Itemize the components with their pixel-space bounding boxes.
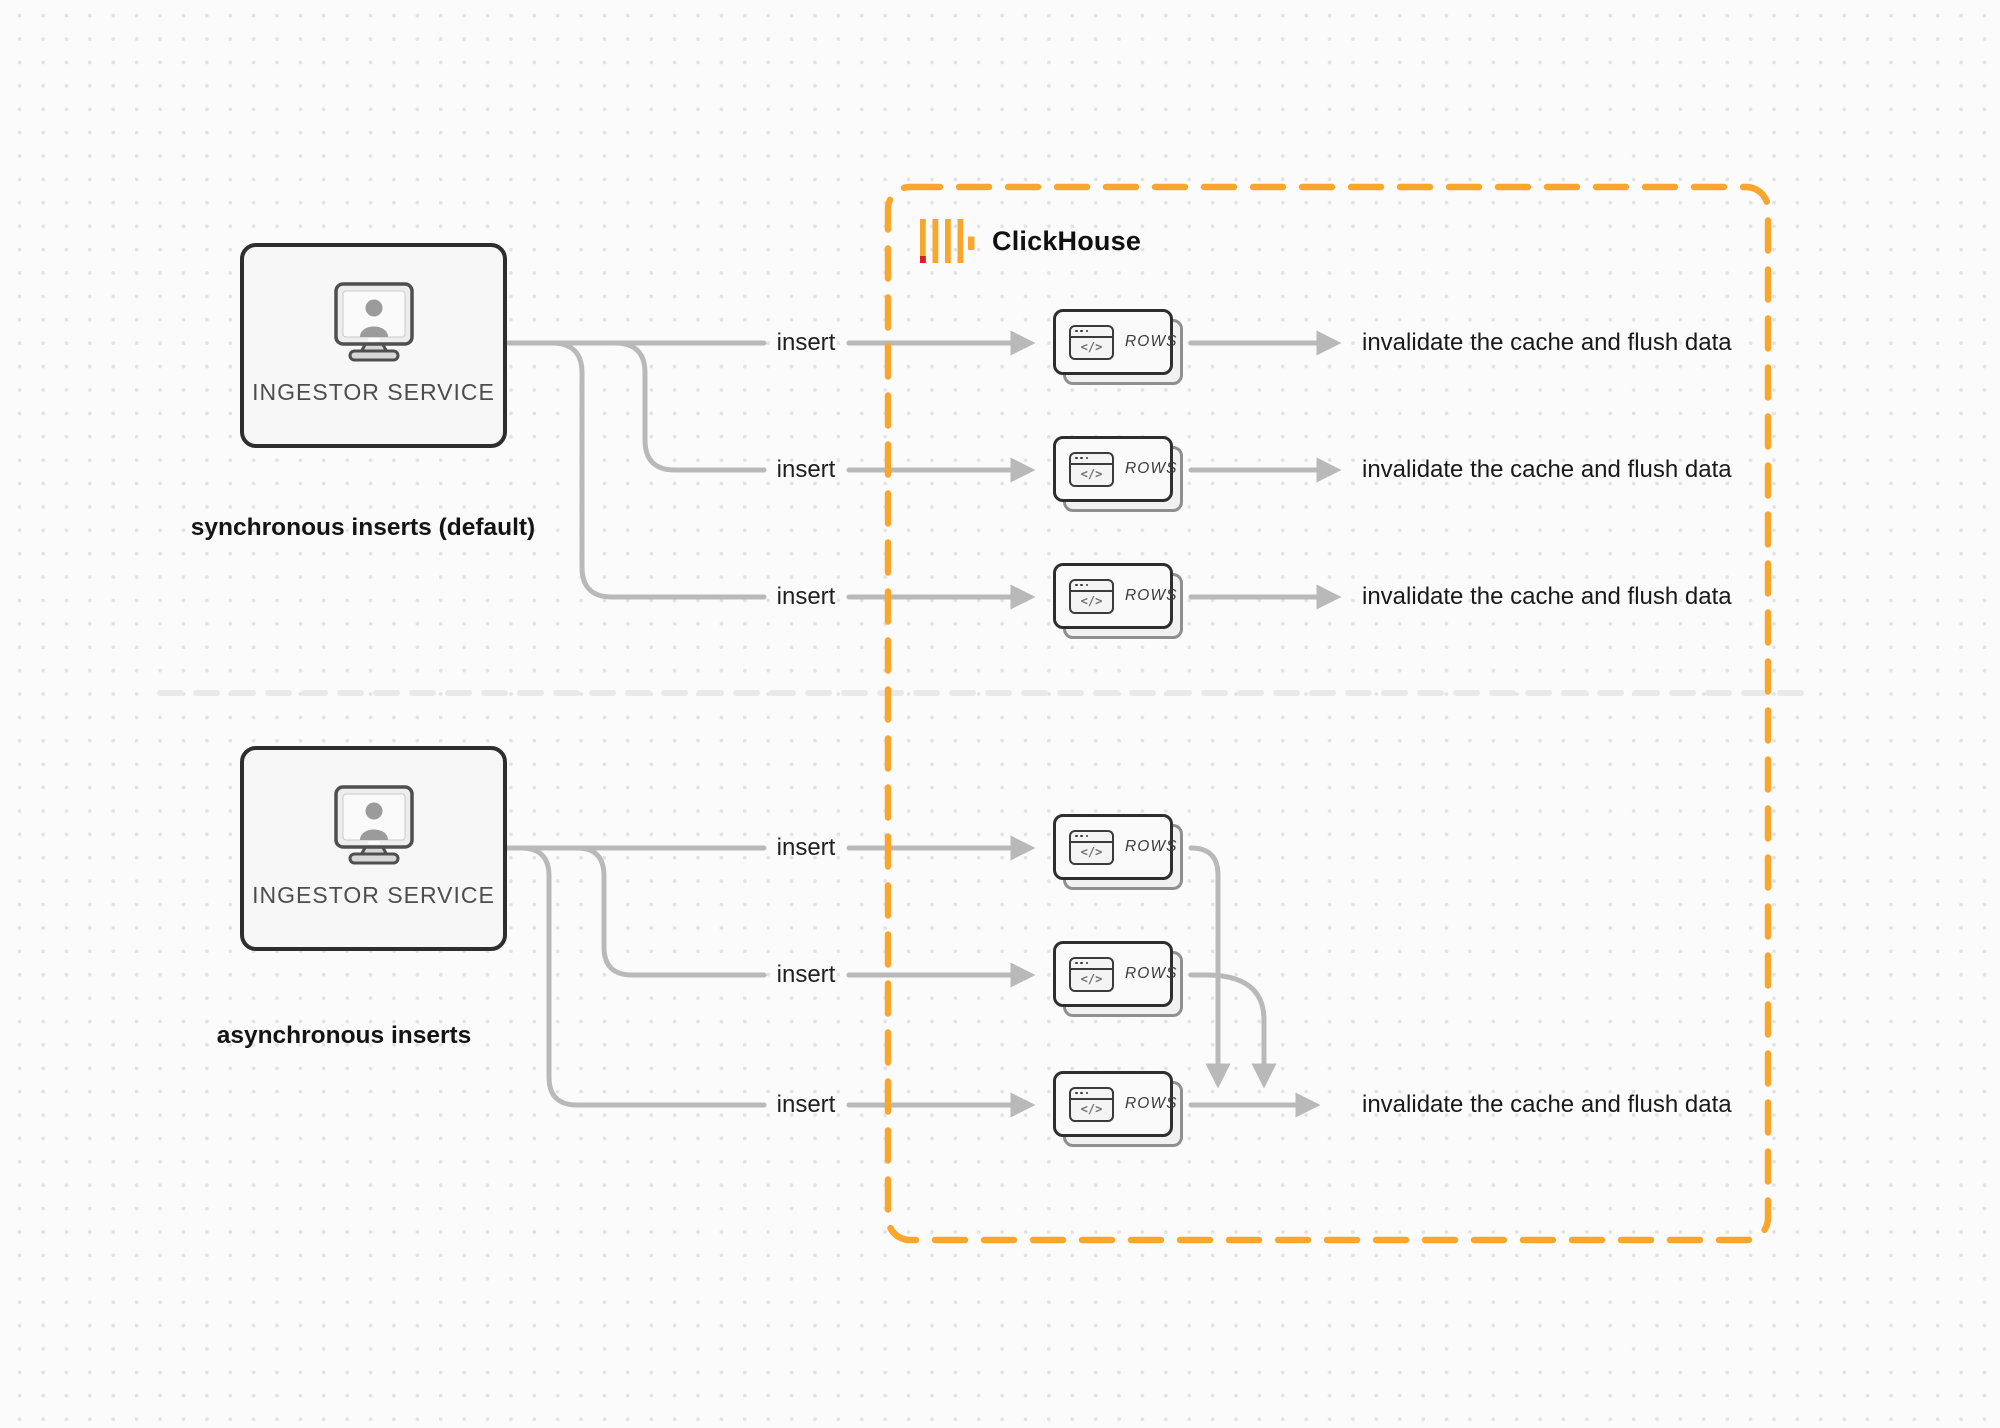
- async-caption: asynchronous inserts: [216, 1022, 472, 1049]
- rows-node: </> ROWS: [1053, 941, 1185, 1019]
- clickhouse-label: ClickHouse: [992, 225, 1142, 256]
- insert-label: insert: [776, 961, 836, 988]
- sync-branch-row2: [612, 340, 767, 473]
- monitor-user-icon: [333, 282, 414, 362]
- sync-caption: synchronous inserts (default): [190, 514, 536, 541]
- code-window-icon: </>: [1069, 829, 1114, 865]
- window-dots-icon: [1071, 832, 1112, 843]
- async-branch-row3: [518, 845, 767, 1108]
- window-dots-icon: [1071, 454, 1112, 465]
- result-label: invalidate the cache and flush data: [1362, 583, 1732, 610]
- rows-node: </> ROWS: [1053, 563, 1185, 641]
- window-dots-icon: [1071, 959, 1112, 970]
- sync-branch-row3: [549, 340, 767, 600]
- code-window-icon: </>: [1069, 451, 1114, 487]
- window-dots-icon: [1071, 1089, 1112, 1100]
- clickhouse-cluster-border: [884, 183, 1772, 1244]
- rows-label: ROWS: [1125, 333, 1178, 350]
- window-dots-icon: [1071, 327, 1112, 338]
- window-dots-icon: [1071, 581, 1112, 592]
- async-branch-row2: [574, 845, 767, 978]
- rows-node: </> ROWS: [1053, 436, 1185, 514]
- insert-label: insert: [776, 329, 836, 356]
- code-window-icon: </>: [1069, 956, 1114, 992]
- result-label: invalidate the cache and flush data: [1362, 329, 1732, 356]
- code-glyph: </>: [1080, 594, 1103, 609]
- rows-node: </> ROWS: [1053, 814, 1185, 892]
- rows-label: ROWS: [1125, 1095, 1178, 1112]
- code-glyph: </>: [1080, 467, 1103, 482]
- code-window-icon: </>: [1069, 1086, 1114, 1122]
- monitor-user-icon: [333, 785, 414, 865]
- rows-node: </> ROWS: [1053, 309, 1185, 387]
- rows-label: ROWS: [1125, 587, 1178, 604]
- result-label: invalidate the cache and flush data: [1362, 456, 1732, 483]
- code-glyph: </>: [1080, 340, 1103, 355]
- insert-label: insert: [776, 583, 836, 610]
- rows-label: ROWS: [1125, 838, 1178, 855]
- clickhouse-header: ClickHouse: [919, 217, 1141, 265]
- insert-label: insert: [776, 456, 836, 483]
- clickhouse-logo-icon: [920, 219, 975, 263]
- code-window-icon: </>: [1069, 324, 1114, 360]
- rows-label: ROWS: [1125, 965, 1178, 982]
- ingestor-service-label: INGESTOR SERVICE: [252, 379, 495, 405]
- code-glyph: </>: [1080, 845, 1103, 860]
- code-glyph: </>: [1080, 972, 1103, 987]
- insert-label: insert: [776, 1091, 836, 1118]
- code-window-icon: </>: [1069, 578, 1114, 614]
- async-converge-arrow-1: [1188, 845, 1231, 1089]
- rows-node: </> ROWS: [1053, 1071, 1185, 1149]
- ingestor-service-node-async: INGESTOR SERVICE: [240, 746, 507, 951]
- code-glyph: </>: [1080, 1102, 1103, 1117]
- async-converge-arrow-2: [1188, 972, 1277, 1089]
- rows-label: ROWS: [1125, 460, 1178, 477]
- insert-label: insert: [776, 834, 836, 861]
- ingestor-service-label: INGESTOR SERVICE: [252, 882, 495, 908]
- ingestor-service-node-sync: INGESTOR SERVICE: [240, 243, 507, 448]
- result-label: invalidate the cache and flush data: [1362, 1091, 1732, 1118]
